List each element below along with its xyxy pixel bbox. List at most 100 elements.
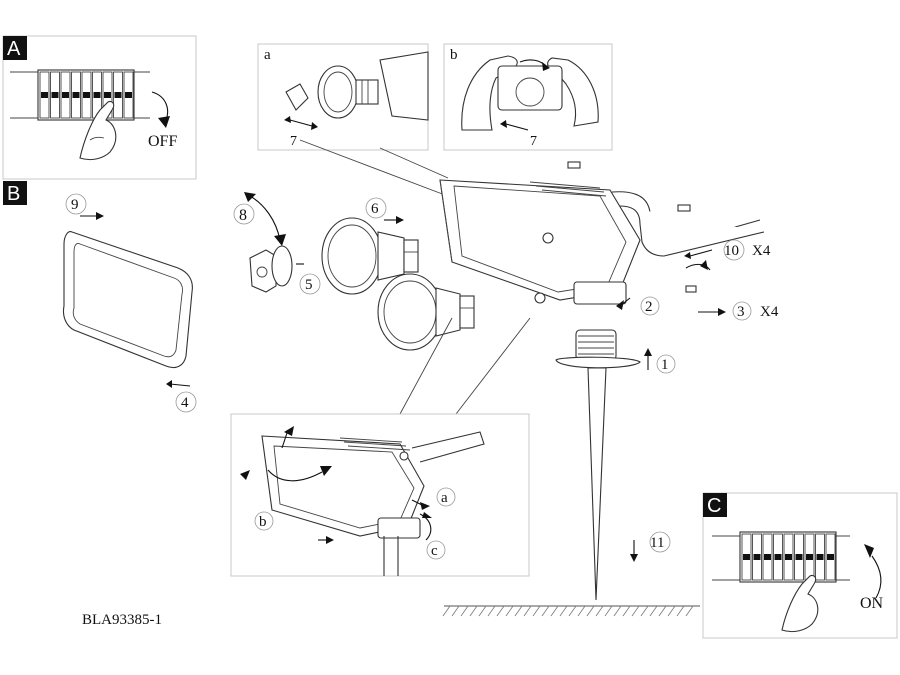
step-8-label: 8 [239, 207, 247, 224]
breaker-switch [123, 71, 134, 119]
breaker-panel-icon [10, 69, 150, 121]
breaker-toggle [62, 92, 69, 98]
panel-a-badge-label: A [7, 38, 21, 60]
inset-b-step: 7 [530, 134, 537, 149]
bulb-icon [377, 273, 475, 351]
breaker-toggle [93, 92, 101, 98]
panel-a: A OFF [2, 35, 197, 180]
breaker-toggle [795, 554, 803, 560]
ground-hatch [640, 605, 649, 617]
step-3-label: 3 [737, 304, 745, 320]
ground-hatch [550, 605, 559, 617]
breaker-switch [50, 71, 60, 119]
step-4-label: 4 [181, 395, 189, 411]
inset-a: a 7 [257, 43, 429, 151]
step-11-label: 11 [650, 535, 664, 551]
breaker-switch [741, 533, 752, 581]
ground-hatch [496, 605, 505, 617]
breaker-toggle [72, 92, 80, 98]
ground-hatch [577, 605, 586, 617]
breaker-switch [71, 71, 81, 119]
step-9-label: 9 [71, 197, 79, 213]
front-glass-panel [62, 231, 193, 369]
breaker-switch [773, 533, 783, 581]
breaker-toggle [774, 554, 782, 560]
panel-b: B [3, 181, 27, 205]
ground-hatch [586, 605, 595, 617]
breaker-toggle [125, 92, 132, 98]
bulb-icon [321, 217, 419, 295]
breaker-toggle [41, 92, 48, 98]
ground-hatch [541, 605, 550, 617]
ground-hatch [631, 605, 640, 617]
model-code: BLA93385-1 [82, 612, 162, 628]
breaker-switch [794, 533, 804, 581]
breaker-toggle [104, 92, 111, 98]
breaker-switch [825, 533, 836, 581]
inset-b-label: b [450, 47, 458, 63]
breaker-toggle [827, 554, 834, 560]
ground-hatch [613, 605, 622, 617]
hand-icon [781, 574, 819, 633]
inset-bottom-label-a: a [441, 490, 448, 506]
panel-b-badge [3, 181, 27, 205]
inset-a-label: a [264, 47, 271, 63]
ground-hatch [505, 605, 514, 617]
ground-hatch [532, 605, 541, 617]
panel-a-badge [3, 36, 27, 60]
on-label: ON [860, 595, 884, 612]
ground-hatch [604, 605, 613, 617]
breaker-switch [815, 533, 825, 581]
inset-a-step: 7 [290, 134, 297, 149]
breaker-switch [752, 533, 762, 581]
inset-bottom-label-c: c [431, 543, 438, 559]
ground-hatch [442, 605, 451, 617]
panel-c-badge-label: C [707, 495, 721, 517]
breaker-switch [762, 533, 773, 581]
step-10-label: 10 [724, 243, 739, 259]
inset-b: b 7 [443, 43, 613, 151]
inset-bottom-label-b: b [259, 514, 267, 530]
breaker-toggle [816, 554, 824, 560]
breaker-panel-icon [712, 531, 850, 583]
bulb-icon [317, 65, 379, 119]
ground-stake [555, 329, 641, 601]
screw-icon [567, 161, 697, 293]
step-1-label: 1 [661, 357, 669, 373]
breaker-switch [39, 71, 50, 119]
breaker-toggle [806, 554, 813, 560]
breaker-toggle [785, 554, 792, 560]
breaker-toggle [753, 554, 761, 560]
breaker-switch [81, 71, 92, 119]
ground-hatch [595, 605, 604, 617]
breaker-toggle [114, 92, 122, 98]
off-label: OFF [148, 133, 177, 150]
hand-icon [79, 100, 117, 161]
panel-b-badge-label: B [7, 183, 20, 205]
step-2-label: 2 [645, 299, 653, 315]
ground-hatch [487, 605, 496, 617]
ground-line [442, 605, 700, 617]
step-10-qty: X4 [752, 243, 771, 259]
breaker-toggle [51, 92, 59, 98]
panel-c: C ON [702, 492, 898, 639]
ground-hatch [559, 605, 568, 617]
ground-hatch [667, 605, 676, 617]
breaker-toggle [743, 554, 750, 560]
ground-hatch [622, 605, 631, 617]
breaker-switch [60, 71, 71, 119]
inset-bottom: a b c [230, 413, 530, 577]
ground-hatch [568, 605, 577, 617]
step-5-label: 5 [305, 277, 313, 293]
ground-hatch [478, 605, 487, 617]
retaining-clip [249, 245, 293, 293]
step-6-label: 6 [371, 201, 379, 217]
panel-c-badge [703, 493, 727, 517]
ground-hatch [658, 605, 667, 617]
breaker-switch [783, 533, 794, 581]
breaker-toggle [764, 554, 771, 560]
step-3-qty: X4 [760, 304, 779, 320]
ground-hatch [685, 605, 694, 617]
ground-hatch [460, 605, 469, 617]
